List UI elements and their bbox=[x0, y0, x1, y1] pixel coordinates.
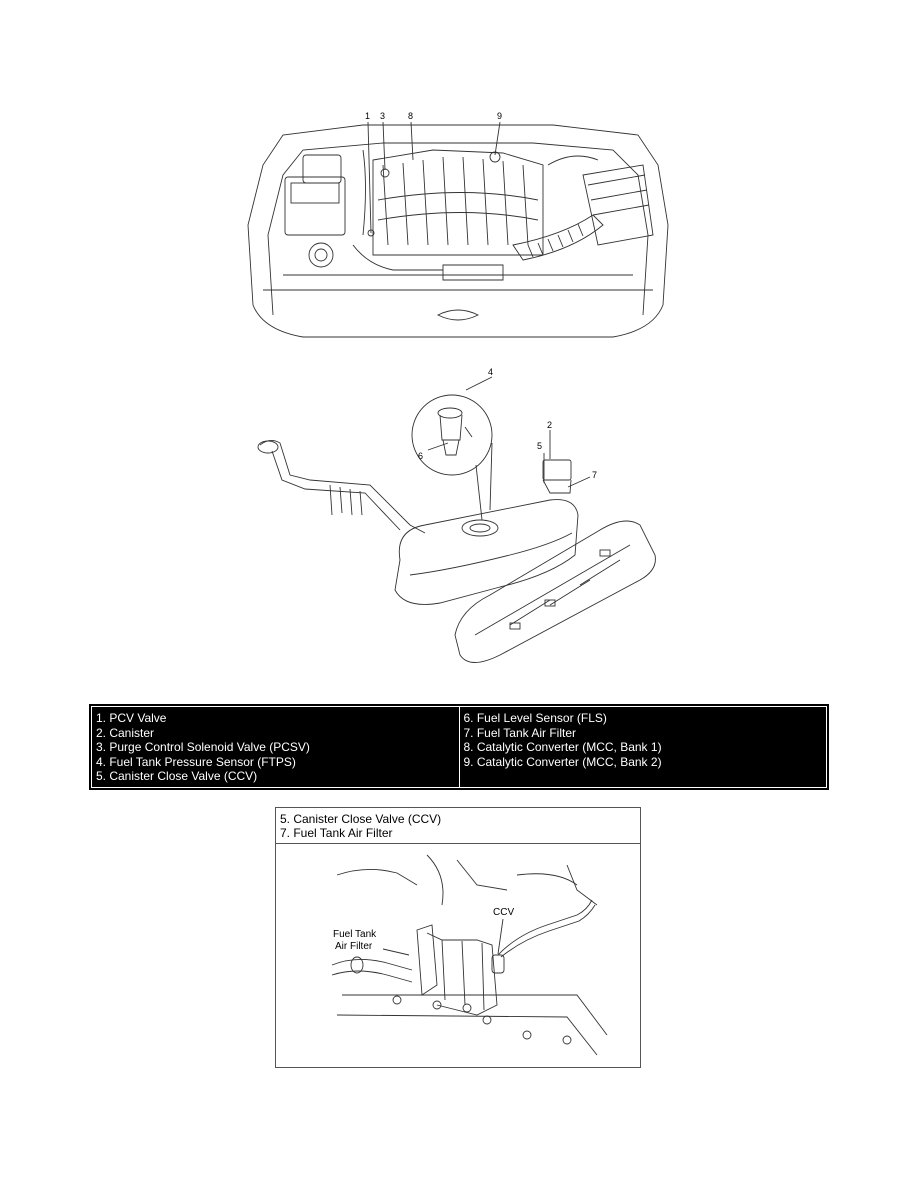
callout-7: 7 bbox=[592, 470, 597, 480]
callout-2: 2 bbox=[547, 420, 552, 430]
legend-column-left: 1. PCV Valve 2. Canister 3. Purge Contro… bbox=[92, 707, 459, 787]
callout-4: 4 bbox=[488, 367, 493, 377]
legend-item: 8. Catalytic Converter (MCC, Bank 1) bbox=[463, 740, 662, 754]
label-fuel-tank-air-filter-line1: Fuel Tank bbox=[333, 929, 377, 940]
legend-item: 1. PCV Valve bbox=[96, 711, 167, 725]
callout-9: 9 bbox=[497, 111, 502, 121]
legend-item: 4. Fuel Tank Pressure Sensor (FTPS) bbox=[96, 754, 296, 769]
legend-item: 9. Catalytic Converter (MCC, Bank 2) bbox=[463, 754, 662, 769]
detail-header-line: 7. Fuel Tank Air Filter bbox=[280, 826, 393, 840]
legend-item: 5. Canister Close Valve (CCV) bbox=[96, 769, 258, 783]
legend-item: 3. Purge Control Solenoid Valve (PCSV) bbox=[96, 740, 310, 754]
label-fuel-tank-air-filter-line2: Air Filter bbox=[335, 941, 373, 952]
callout-3: 3 bbox=[380, 111, 385, 121]
callout-6: 6 bbox=[418, 451, 423, 461]
ccv-location-illustration: Fuel Tank Air Filter CCV bbox=[277, 845, 639, 1067]
callout-1: 1 bbox=[365, 111, 370, 121]
legend-item: 7. Fuel Tank Air Filter bbox=[463, 725, 577, 740]
legend-column-right: 6. Fuel Level Sensor (FLS) 7. Fuel Tank … bbox=[458, 707, 827, 787]
detail-header: 5. Canister Close Valve (CCV) 7. Fuel Ta… bbox=[276, 808, 640, 844]
component-legend-table: 1. PCV Valve 2. Canister 3. Purge Contro… bbox=[89, 704, 829, 790]
legend-item: 6. Fuel Level Sensor (FLS) bbox=[463, 711, 607, 725]
ccv-detail-box: 5. Canister Close Valve (CCV) 7. Fuel Ta… bbox=[275, 807, 641, 1068]
legend-item: 2. Canister bbox=[96, 725, 155, 740]
callout-5: 5 bbox=[537, 441, 542, 451]
label-ccv: CCV bbox=[493, 907, 514, 918]
detail-header-line: 5. Canister Close Valve (CCV) bbox=[280, 812, 442, 826]
fuel-tank-illustration: 4 6 2 5 7 bbox=[250, 365, 670, 670]
callout-8: 8 bbox=[408, 111, 413, 121]
engine-bay-illustration: 1 3 8 9 bbox=[243, 105, 673, 355]
